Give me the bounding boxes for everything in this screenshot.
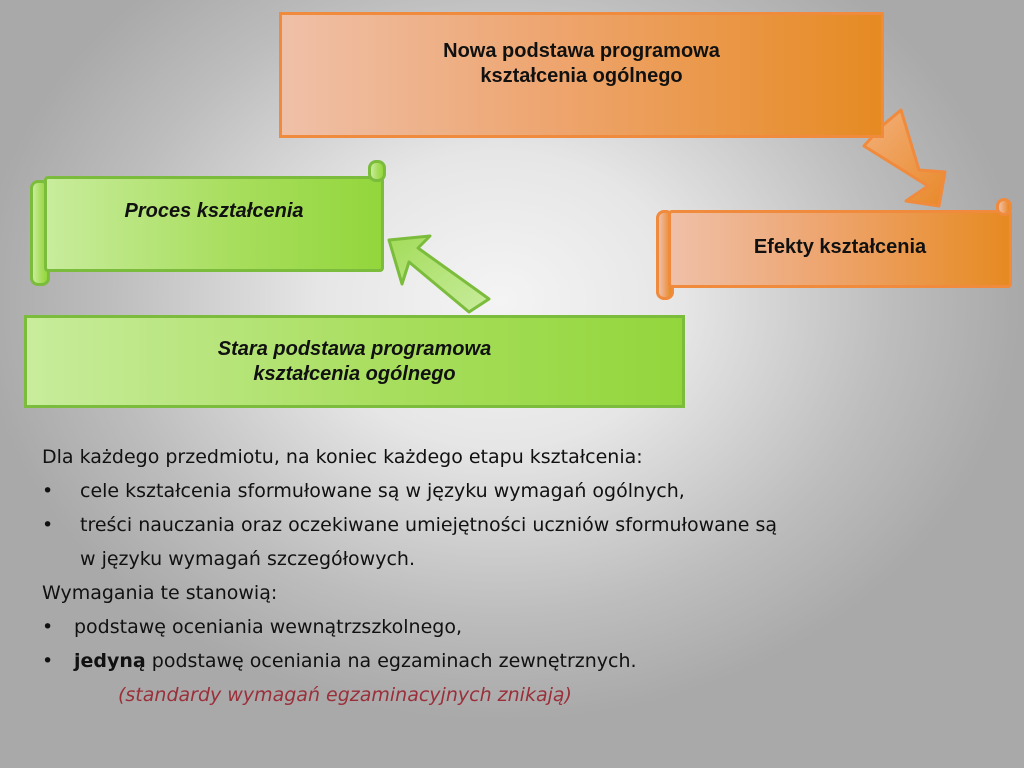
arrow-to-process [387,234,491,314]
arrow-to-effects [862,108,947,208]
bullet: • [42,514,54,536]
list-item-continuation: w języku wymagań szczegółowych. [80,548,415,570]
process-scroll-right-curl [368,160,386,182]
new-core-curriculum-box: Nowa podstawa programowa kształcenia ogó… [279,12,884,138]
effects-scroll-box: Efekty kształcenia [668,210,1012,288]
requirements-heading: Wymagania te stanowią: [42,582,278,604]
old-core-curriculum-box: Stara podstawa programowa kształcenia og… [24,315,685,408]
old-core-line-2: kształcenia ogólnego [253,362,456,385]
new-core-line-2: kształcenia ogólnego [480,65,683,87]
list-item-text: podstawę oceniania na egzaminach zewnętr… [145,650,637,672]
note-text: (standardy wymagań egzaminacyjnych znika… [118,684,572,706]
list-item: • treści nauczania oraz oczekiwane umiej… [42,508,982,542]
process-label: Proces kształcenia [124,199,304,222]
bullet: • [42,616,54,638]
old-core-line-1: Stara podstawa programowa [217,337,492,360]
bullet: • [42,650,54,672]
emphasis-text: jedyną [74,650,146,672]
list-item-text: cele kształcenia sformułowane są w język… [80,480,685,502]
list-item-text: treści nauczania oraz oczekiwane umiejęt… [80,514,778,536]
effects-label: Efekty kształcenia [753,235,927,258]
effects-scroll-right-curl [996,198,1012,216]
list-item: • jedyną podstawę oceniania na egzaminac… [42,644,982,678]
bullet: • [42,480,54,502]
list-item-text: podstawę oceniania wewnątrzszkolnego, [74,616,462,638]
list-item: • podstawę oceniania wewnątrzszkolnego, [42,610,982,644]
intro-text: Dla każdego przedmiotu, na koniec każdeg… [42,446,643,468]
new-core-line-1: Nowa podstawa programowa [443,40,720,62]
body-text: Dla każdego przedmiotu, na koniec każdeg… [42,440,982,712]
process-scroll-box: Proces kształcenia [44,176,384,272]
list-item: • cele kształcenia sformułowane są w jęz… [42,474,982,508]
